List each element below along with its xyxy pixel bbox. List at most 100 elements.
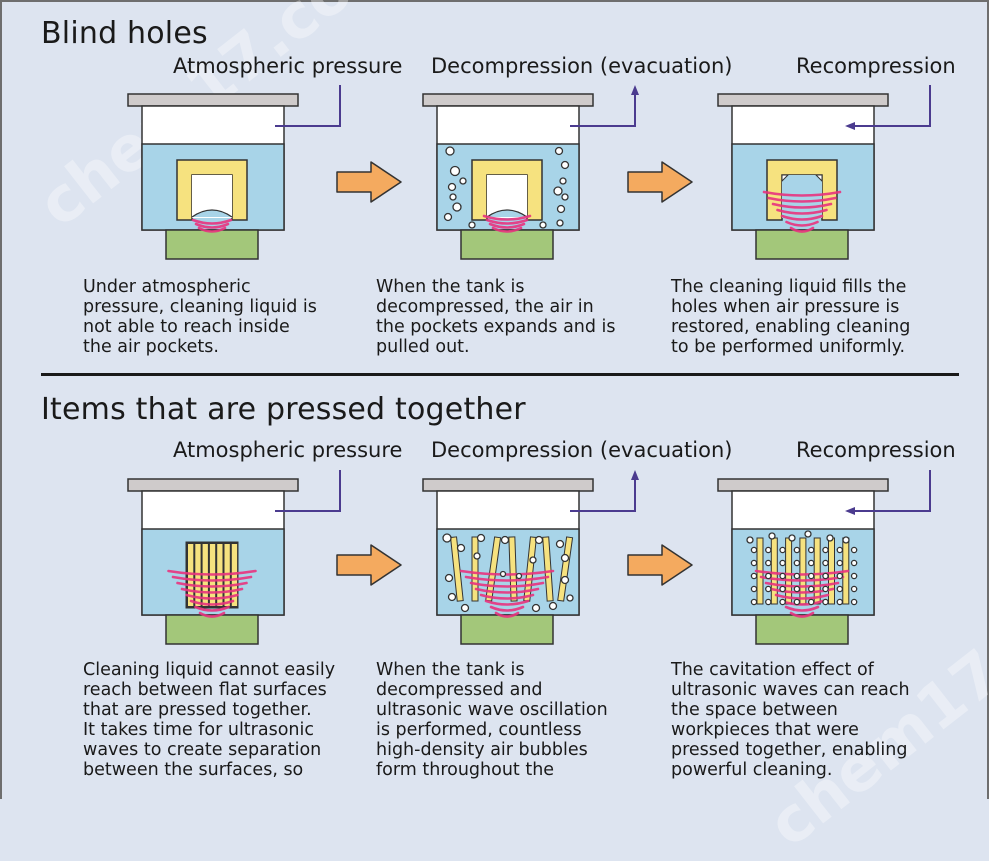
tank-blind-decompression	[422, 85, 639, 260]
air-bubble	[444, 573, 454, 583]
ultrasonic-wave	[485, 218, 529, 225]
air-bubble	[807, 598, 815, 606]
ultrasonic-wave	[771, 202, 833, 209]
ultrasonic-wave	[197, 226, 227, 233]
ultrasonic-transducer-base	[460, 614, 554, 645]
ultrasonic-wave	[784, 605, 820, 612]
air-bubble	[793, 585, 801, 593]
air-bubble	[553, 186, 563, 196]
arrow-up-icon	[631, 85, 639, 95]
arrow-left-icon	[845, 122, 855, 130]
air-bubble	[842, 536, 850, 544]
stage-description: When the tank is decompressed, the air i…	[376, 277, 616, 357]
ultrasonic-wave	[176, 581, 248, 588]
ultrasonic-wave	[491, 226, 523, 233]
tank-blind-atmospheric	[127, 85, 341, 260]
arrow-right-icon	[336, 544, 402, 586]
air-bubble	[765, 585, 772, 593]
plate	[828, 537, 835, 605]
ultrasonic-wave	[474, 587, 540, 594]
air-bubble	[554, 146, 564, 156]
air-bubble	[822, 598, 829, 606]
tank-blind-recompression	[717, 85, 931, 260]
air-bubble	[765, 572, 772, 580]
air-bubble	[779, 559, 786, 567]
air-bubble	[850, 559, 858, 567]
air-bubble	[560, 553, 570, 563]
air-bubble	[750, 546, 758, 554]
pressed-plate	[231, 544, 238, 606]
ultrasonic-wave	[789, 611, 815, 618]
air-bubble	[836, 585, 844, 593]
air-bubble	[793, 598, 801, 606]
air-bubble	[560, 575, 570, 585]
tank-pressed-recompression	[717, 470, 931, 645]
ultrasonic-transducer-base	[755, 614, 849, 645]
air-bubble	[779, 585, 786, 593]
ultrasonic-wave	[774, 593, 830, 600]
air-bubble	[836, 598, 844, 606]
air-bubble	[768, 532, 776, 540]
separated-plate	[813, 537, 821, 605]
ultrasonic-wave	[185, 593, 239, 600]
separated-plate	[785, 537, 793, 605]
air-bubble	[793, 559, 801, 567]
stage-description: The cleaning liquid fills the holes when…	[671, 277, 911, 357]
air-bubble	[779, 572, 786, 580]
air-bubble	[555, 539, 565, 549]
stage-description: Cleaning liquid cannot easily reach betw…	[83, 660, 336, 780]
air-bubble	[460, 603, 470, 613]
air-bubble	[452, 202, 462, 212]
air-bubble	[836, 546, 844, 554]
ultrasonic-transducer-base	[165, 229, 259, 260]
ultrasonic-wave	[488, 222, 526, 229]
air-bubble	[765, 598, 772, 606]
air-bubble	[822, 559, 829, 567]
air-bubble	[807, 585, 815, 593]
ultrasonic-transducer-base	[165, 614, 259, 645]
air-bubble	[447, 592, 457, 602]
plate	[450, 536, 464, 602]
air-bubble	[473, 552, 481, 560]
residual-air	[781, 174, 823, 183]
ultrasonic-wave	[194, 222, 230, 229]
air-bubble	[442, 533, 452, 543]
ultrasonic-transducer-base	[755, 229, 849, 260]
separated-plate	[799, 537, 807, 605]
tank-pressed-decompression	[422, 470, 639, 645]
section-title-blind-holes: Blind holes	[41, 16, 208, 51]
liquid-meniscus	[486, 209, 528, 218]
air-bubble	[836, 559, 844, 567]
air-bubble	[750, 559, 758, 567]
plate	[557, 536, 574, 602]
tank-lid	[717, 478, 889, 492]
plate	[542, 536, 554, 602]
tank-lid	[127, 93, 299, 107]
arrow-shape	[336, 161, 402, 203]
ultrasonic-wave	[167, 569, 257, 576]
ultrasonic-wave	[767, 196, 837, 203]
air-bubble	[445, 146, 455, 156]
ultrasonic-wave	[762, 190, 842, 197]
air-bubble	[449, 165, 461, 177]
air-bubble	[548, 601, 558, 611]
air-bubble	[476, 533, 486, 543]
ultrasonic-wave	[191, 218, 233, 225]
separated-plate	[471, 536, 479, 602]
plate	[799, 537, 807, 605]
arrow-left-icon	[845, 507, 855, 515]
ultrasonic-wave	[459, 569, 555, 576]
stage-description: The cavitation effect of ultrasonic wave…	[671, 660, 910, 780]
stage-label-atmospheric: Atmospheric pressure	[173, 54, 403, 78]
air-bubble	[561, 193, 569, 201]
stage-description: Under atmospheric pressure, cleaning liq…	[83, 277, 317, 357]
air-bubble	[560, 160, 570, 170]
separated-plate	[542, 536, 554, 602]
separated-plate	[450, 536, 464, 602]
stage-description: When the tank is decompressed and ultras…	[376, 660, 608, 780]
air-bubble	[850, 572, 858, 580]
separated-plate	[557, 536, 574, 602]
air-bubble	[850, 546, 858, 554]
arrow-shape	[336, 544, 402, 586]
air-bubble	[750, 598, 758, 606]
